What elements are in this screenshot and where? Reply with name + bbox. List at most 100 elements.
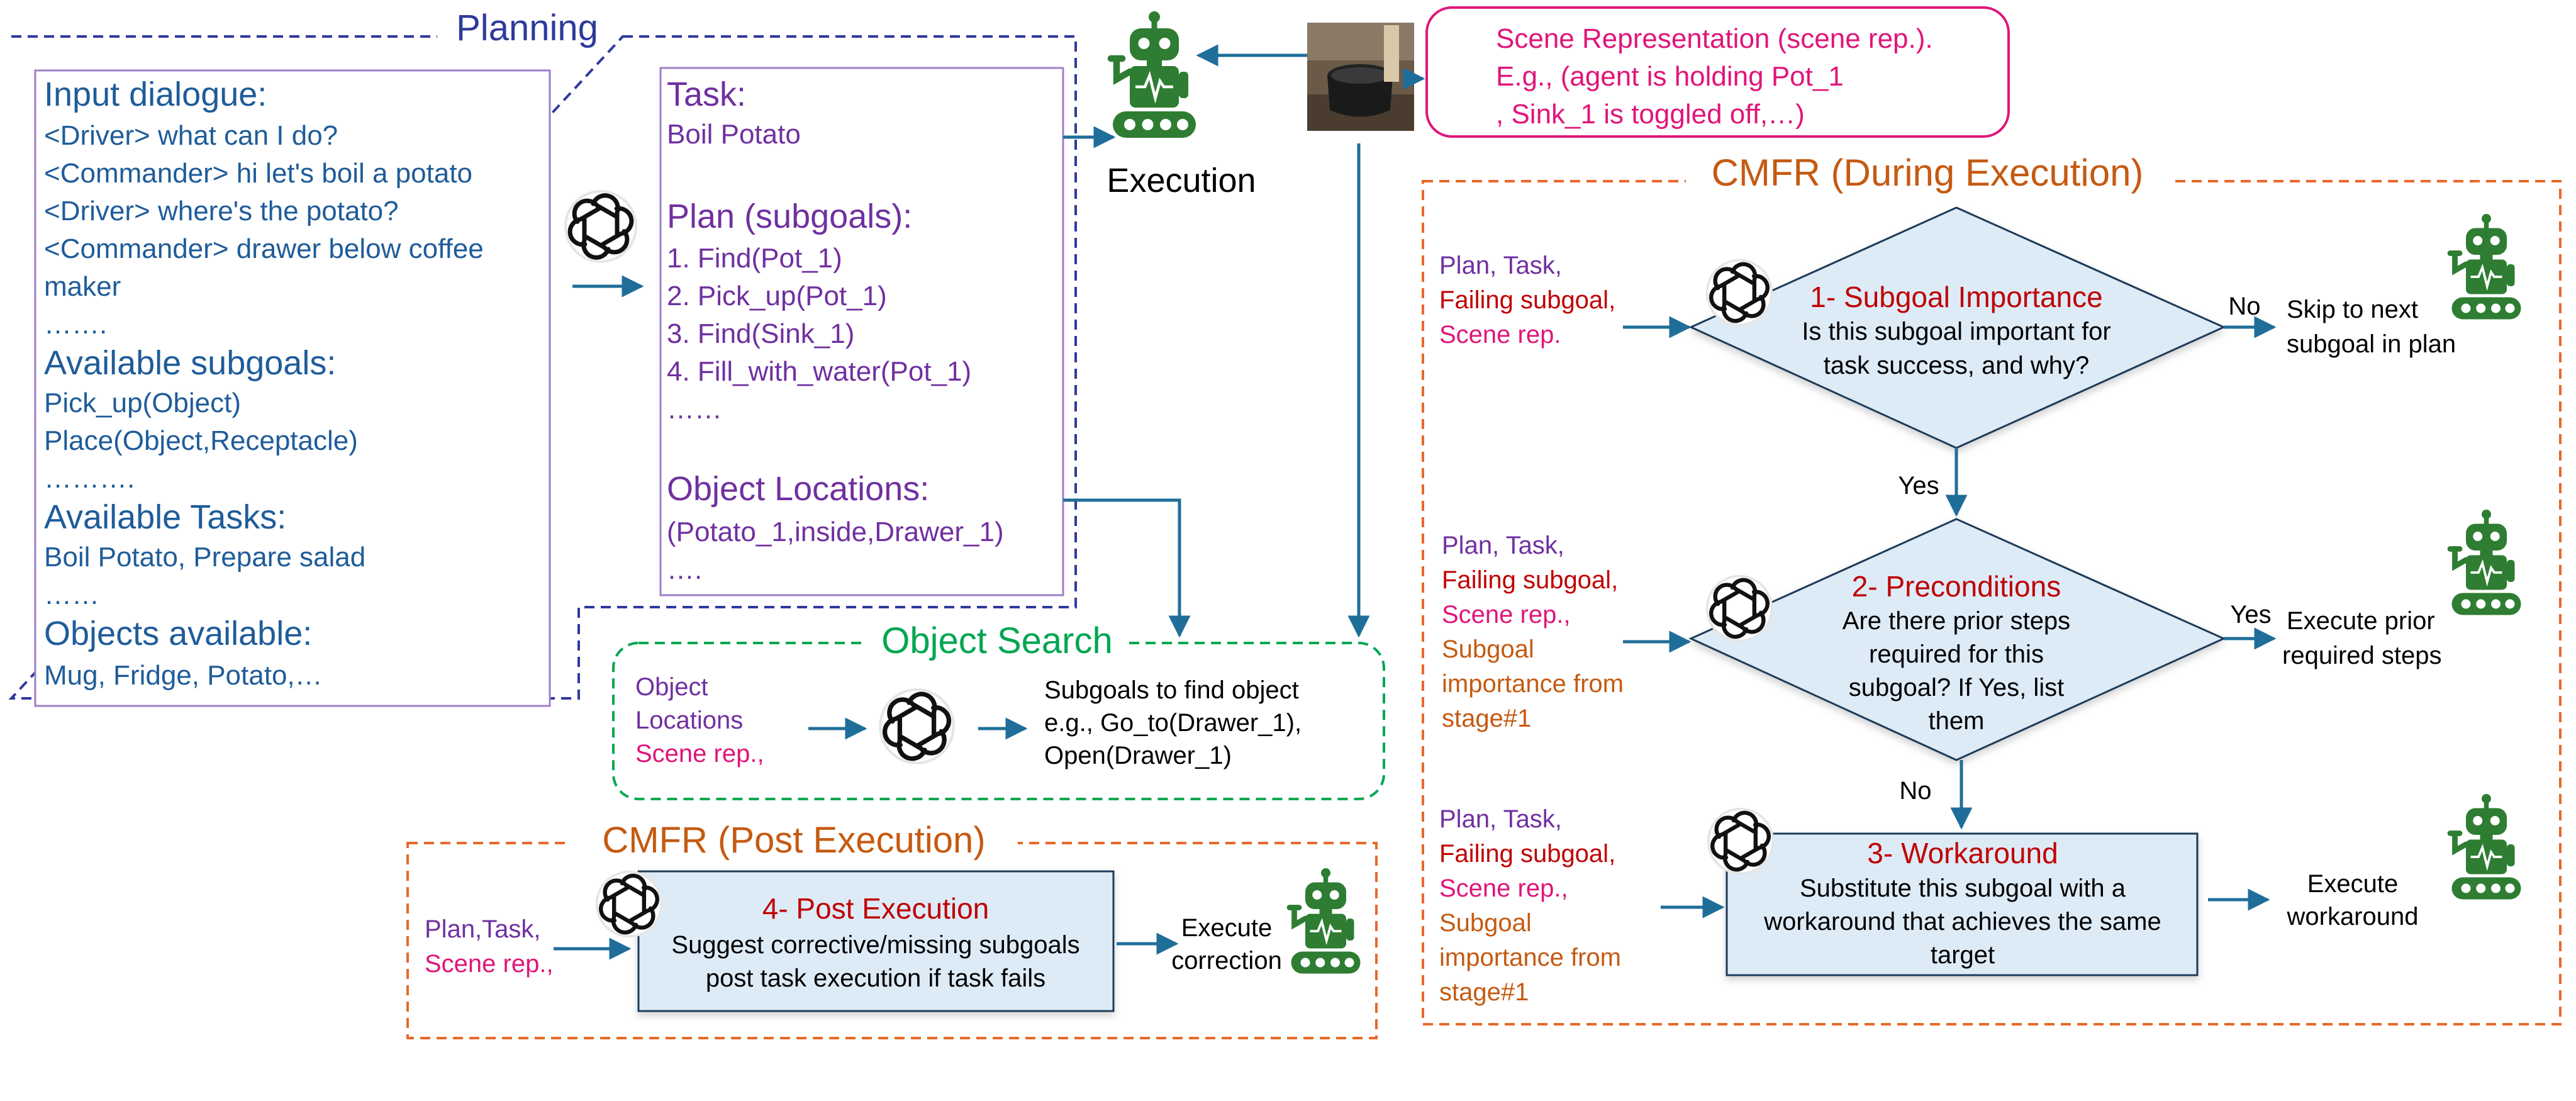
stage3-line: workaround that achieves the same: [1763, 908, 2161, 936]
dialogue-line: <Driver> where's the potato?: [44, 196, 399, 226]
post-input-line: Plan,Task,: [425, 915, 541, 943]
post-input-line: Scene rep.,: [425, 950, 554, 978]
scene-photo-pot: [1307, 23, 1414, 131]
stage2-line: required for this: [1869, 640, 2044, 668]
task-title: Task:: [667, 75, 746, 113]
stage2-outcome: required steps: [2282, 642, 2441, 669]
task-box: [659, 67, 1064, 596]
stage1-input: Plan, Task,: [1439, 252, 1562, 279]
stage1-outcome: Skip to next: [2287, 296, 2418, 323]
llm-icon: [1708, 809, 1773, 874]
search-output-line: Open(Drawer_1): [1044, 742, 1232, 769]
object-search-outputs: Subgoals to find object e.g., Go_to(Draw…: [1044, 676, 1302, 769]
post-execution-box-line: post task execution if task fails: [706, 964, 1045, 992]
stage3-input: Plan, Task,: [1439, 805, 1562, 833]
dialogue-line: <Commander> hi let's boil a potato: [44, 158, 472, 189]
objects-title: Objects available:: [44, 615, 312, 652]
stage2-input: stage#1: [1442, 705, 1531, 732]
search-input-line: Locations: [635, 707, 743, 734]
dialogue-line: <Driver> what can I do?: [44, 120, 338, 151]
stage2-input: Scene rep.,: [1442, 601, 1571, 629]
post-output-line: Execute: [1181, 914, 1273, 942]
stage1-title: 1- Subgoal Importance: [1810, 281, 2102, 313]
robot-icon: [1290, 868, 1361, 974]
available-subgoal: Place(Object,Receptacle): [44, 425, 358, 456]
available-task: Boil Potato, Prepare salad: [44, 542, 365, 573]
scene-rep-line: Scene Representation (scene rep.).: [1496, 23, 1933, 54]
stage1-line: task success, and why?: [1824, 352, 2089, 379]
post-execution-inputs: Plan,Task, Scene rep.,: [425, 915, 554, 978]
stage2-input: importance from: [1442, 670, 1624, 698]
during-execution-title-bg: [1686, 151, 2170, 195]
stage2-line: subgoal? If Yes, list: [1849, 674, 2064, 701]
plan-step: 3. Find(Sink_1): [667, 318, 854, 349]
planning-title: Planning: [456, 8, 598, 48]
llm-icon: [596, 872, 661, 937]
stage2-title: 2- Preconditions: [1852, 570, 2061, 603]
available-subgoals-title: Available subgoals:: [44, 344, 336, 382]
no-label: No: [1899, 777, 1931, 805]
post-execution-box: [637, 870, 1115, 1012]
stage3-input: Failing subgoal,: [1439, 840, 1615, 868]
search-output-line: e.g., Go_to(Drawer_1),: [1044, 709, 1302, 737]
robot-icon: [1111, 11, 1196, 138]
stage3-inputs: Plan, Task, Failing subgoal, Scene rep.,…: [1439, 805, 1621, 1006]
stage2-line: them: [1929, 707, 1985, 735]
post-execution-box-line: Suggest corrective/missing subgoals: [671, 931, 1079, 959]
post-output-line: correction: [1171, 947, 1282, 975]
stage3-outcome: Execute: [2307, 870, 2399, 898]
robot-icon: [2450, 794, 2521, 900]
scene-rep-line: E.g., (agent is holding Pot_1: [1496, 61, 1844, 92]
stage2-line: Are there prior steps: [1843, 607, 2070, 635]
stage3-input: stage#1: [1439, 978, 1529, 1006]
object-search-title-bg: [865, 623, 1129, 661]
input-dialogue-title: Input dialogue:: [44, 75, 267, 113]
arrow-locations-to-search: [1063, 498, 1191, 638]
plan-title: Plan (subgoals):: [667, 198, 912, 235]
locations-title: Object Locations:: [667, 470, 929, 508]
llm-icon: [1707, 260, 1771, 325]
stage3-line: Substitute this subgoal with a: [1800, 875, 2126, 902]
stage3-input: Scene rep.,: [1439, 875, 1568, 902]
yes-label: Yes: [1898, 472, 1939, 500]
object-item: Mug, Fridge, Potato,…: [44, 660, 323, 691]
available-subgoal: Pick_up(Object): [44, 388, 241, 418]
llm-icon: [566, 191, 637, 262]
robot-icon: [2450, 510, 2521, 615]
stage2-input: Plan, Task,: [1442, 532, 1564, 559]
plan-step: 4. Fill_with_water(Pot_1): [667, 356, 971, 387]
stage3-input: importance from: [1439, 944, 1621, 971]
stage1-input: Failing subgoal,: [1439, 286, 1615, 314]
planning-frame: [8, 35, 1077, 700]
execution-label: Execution: [1107, 162, 1256, 199]
during-execution-title: CMFR (During Execution): [1712, 152, 2144, 194]
input-box: [34, 69, 551, 707]
stage3-box: [1726, 832, 2199, 976]
scene-rep-line: , Sink_1 is toggled off,…): [1496, 99, 1805, 130]
stage3-title: 3- Workaround: [1867, 837, 2058, 869]
plan-step: 1. Find(Pot_1): [667, 243, 842, 274]
scene-rep-text: Scene Representation (scene rep.). E.g.,…: [1496, 23, 1933, 130]
stage2-diamond: [1688, 518, 2226, 761]
available-subgoal: ……….: [44, 463, 135, 494]
stage1-line: Is this subgoal important for: [1802, 318, 2110, 345]
llm-icon: [880, 690, 954, 763]
input-box-text: Input dialogue: <Driver> what can I do? …: [44, 75, 484, 691]
stage2-inputs: Plan, Task, Failing subgoal, Scene rep.,…: [1442, 532, 1624, 732]
scene-rep-box: [1425, 6, 2010, 138]
dialogue-line: maker: [44, 271, 121, 302]
post-execution-title: CMFR (Post Execution): [602, 820, 985, 861]
during-execution-frame: [1422, 180, 2562, 1026]
stage1-inputs: Plan, Task, Failing subgoal, Scene rep.: [1439, 252, 1615, 349]
available-task: ……: [44, 579, 99, 610]
location-item: ….: [667, 554, 702, 585]
stage2-input: Failing subgoal,: [1442, 566, 1618, 594]
search-output-line: Subgoals to find object: [1044, 676, 1299, 704]
search-input-line: Object: [635, 673, 708, 701]
robot-icon: [2450, 214, 2521, 320]
stage2-input: Subgoal: [1442, 635, 1534, 663]
stage1-outcome: subgoal in plan: [2287, 330, 2456, 358]
dialogue-line: …….: [44, 309, 107, 340]
location-item: (Potato_1,inside,Drawer_1): [667, 517, 1004, 547]
stage3-input: Subgoal: [1439, 909, 1532, 937]
